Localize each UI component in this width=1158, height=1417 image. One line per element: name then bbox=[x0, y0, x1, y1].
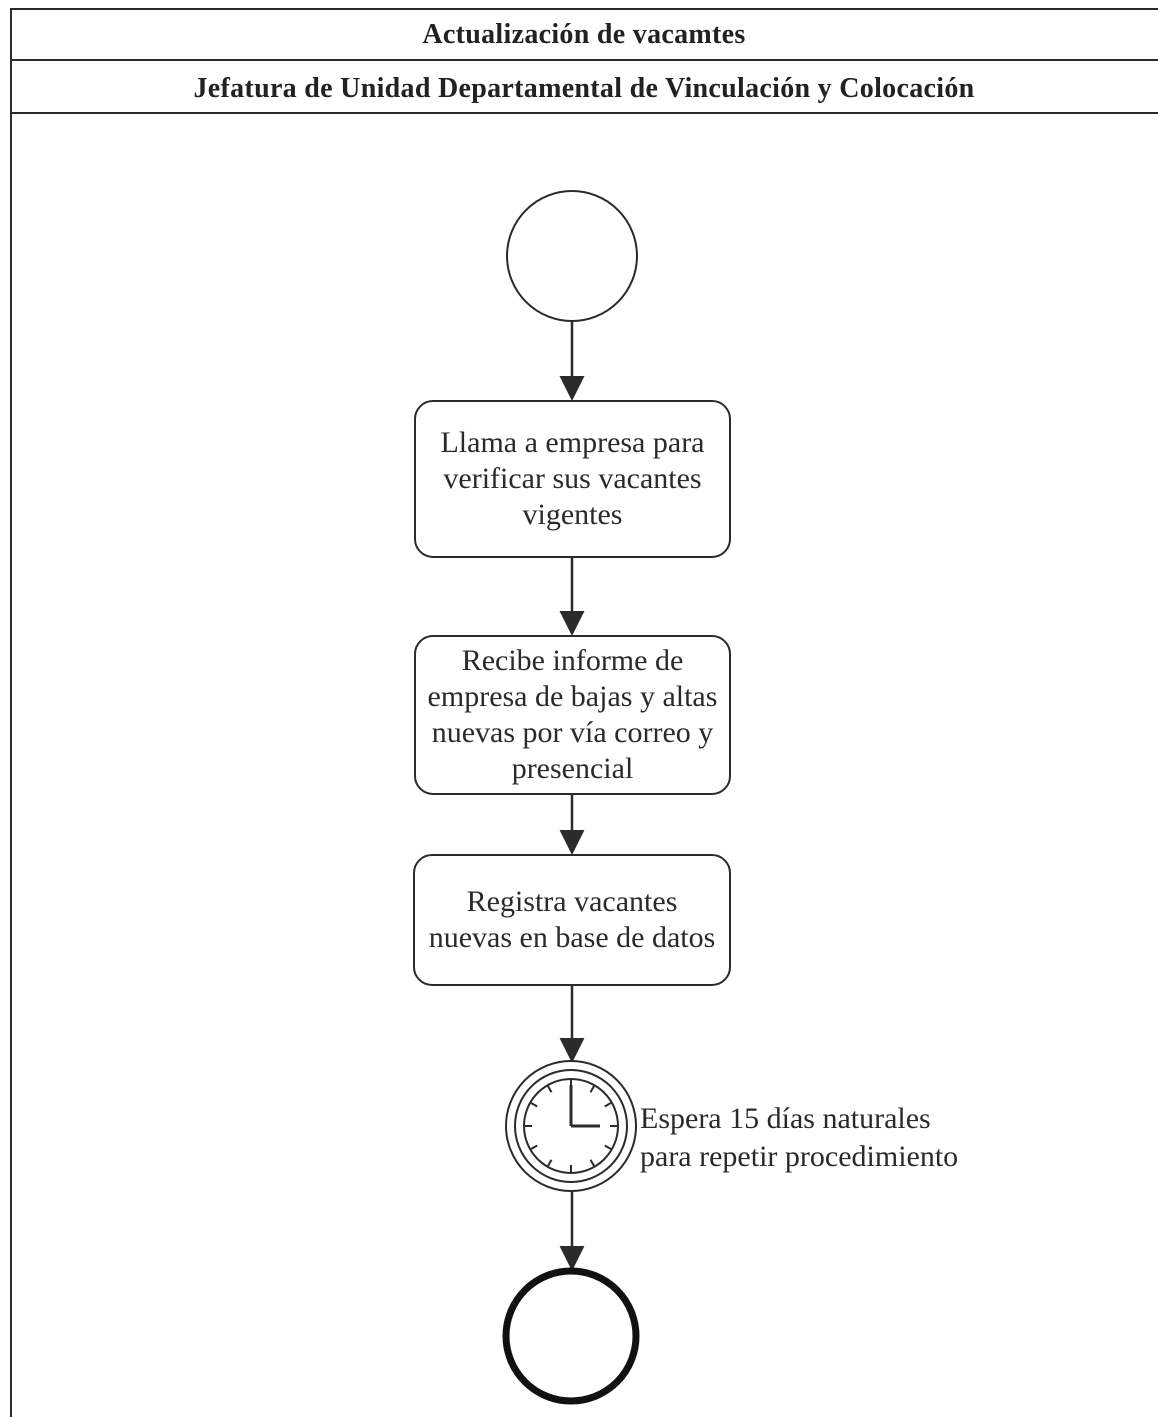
clock-tick bbox=[589, 1159, 595, 1167]
task-label-recibe-informe: Recibe informe de empresa de bajas y alt… bbox=[427, 644, 718, 785]
swimlane-header: Jefatura de Unidad Departamental de Vinc… bbox=[10, 61, 1158, 114]
clock-icon bbox=[523, 1078, 619, 1174]
task-llama-empresa[interactable] bbox=[414, 400, 731, 558]
clock-tick bbox=[547, 1085, 553, 1093]
task-label-llama-empresa: Llama a empresa para verificar sus vacan… bbox=[440, 426, 705, 531]
clock-tick bbox=[604, 1144, 612, 1150]
clock-tick bbox=[589, 1085, 595, 1093]
task-registra-vacantes[interactable] bbox=[413, 854, 731, 986]
clock-tick bbox=[547, 1159, 553, 1167]
diagram-frame bbox=[10, 8, 1158, 1417]
task-label-registra-vacantes: Registra vacantes nuevas en base de dato… bbox=[428, 885, 716, 954]
clock-tick bbox=[530, 1102, 538, 1108]
task-recibe-informe[interactable] bbox=[414, 635, 731, 795]
start-event[interactable] bbox=[506, 190, 638, 322]
diagram-title: Actualización de vacamtes bbox=[10, 8, 1158, 61]
timer-event-label: Espera 15 días naturales para repetir pr… bbox=[640, 1102, 959, 1173]
clock-tick bbox=[530, 1144, 538, 1150]
end-event[interactable] bbox=[502, 1267, 640, 1405]
clock-tick bbox=[604, 1102, 612, 1108]
